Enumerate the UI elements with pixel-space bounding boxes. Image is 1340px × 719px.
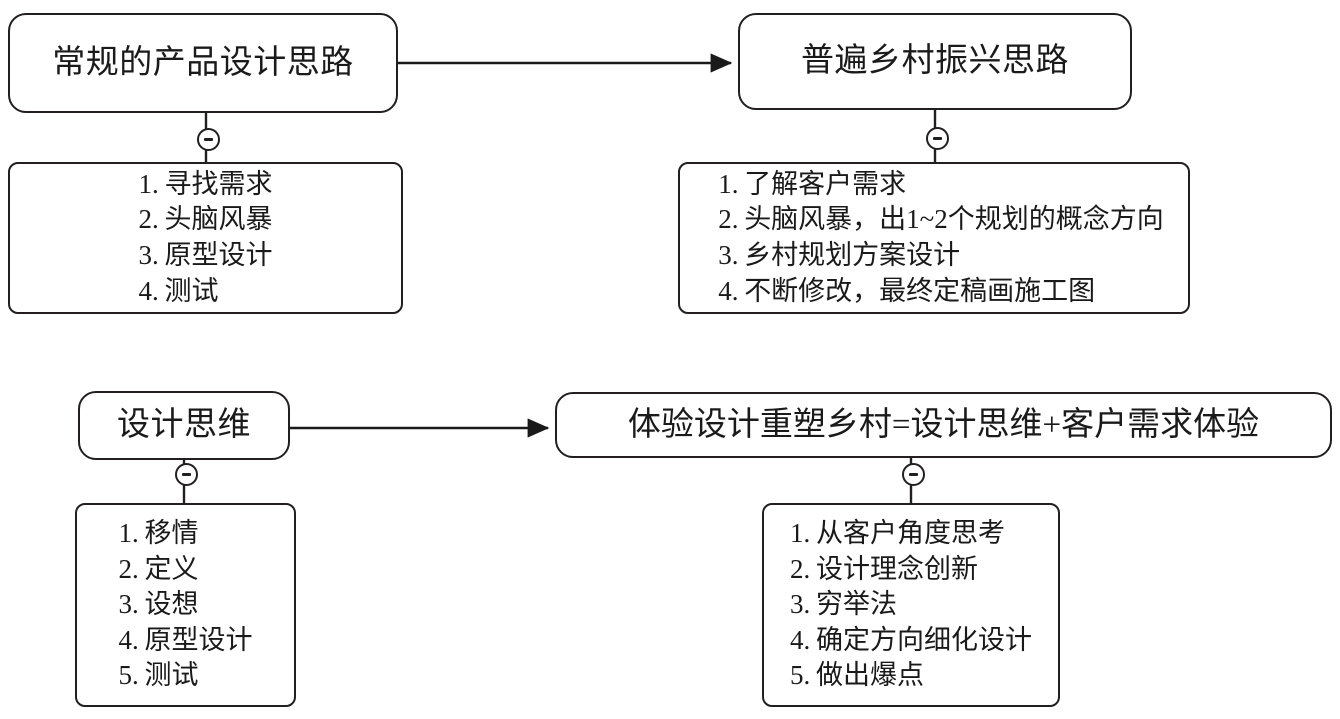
- list-item-number: 1.: [118, 517, 139, 548]
- list-item-label: 穷举法: [816, 589, 897, 620]
- node-list-design-thinking[interactable]: 1. 移情 2. 定义 3. 设想 4. 原型设计 5. 测试: [75, 503, 296, 707]
- list-item: 5. 做出爆点: [790, 658, 1032, 694]
- list-item: 1. 移情: [119, 516, 253, 552]
- list-item-label: 测试: [144, 660, 199, 691]
- list-item-number: 3.: [790, 589, 811, 620]
- step-list: 1. 了解客户需求 2. 头脑风暴，出1~2个规划的概念方向 3. 乡村规划方案…: [704, 167, 1164, 310]
- list-item-label: 不断修改，最终定稿画施工图: [744, 275, 1096, 306]
- list-item: 3. 乡村规划方案设计: [718, 238, 1164, 274]
- list-item-number: 4.: [138, 275, 159, 306]
- list-item: 2. 头脑风暴，出1~2个规划的概念方向: [718, 202, 1164, 238]
- list-item-label: 定义: [144, 553, 199, 584]
- list-item-number: 4.: [718, 275, 739, 306]
- list-item-label: 头脑风暴: [164, 204, 273, 235]
- list-item-label: 从客户角度思考: [816, 517, 1005, 548]
- list-item-label: 寻找需求: [164, 168, 273, 199]
- list-item: 5. 测试: [119, 658, 253, 694]
- list-item-number: 3.: [718, 240, 739, 270]
- list-item-number: 5.: [790, 660, 811, 691]
- node-header-design-thinking[interactable]: 设计思维: [78, 391, 290, 460]
- node-title: 体验设计重塑乡村=设计思维+客户需求体验: [627, 406, 1260, 443]
- list-item-label: 确定方向细化设计: [816, 624, 1032, 655]
- list-item-label: 设想: [144, 589, 199, 620]
- list-item-number: 5.: [118, 660, 139, 691]
- list-item: 2. 定义: [119, 552, 253, 588]
- list-item: 4. 确定方向细化设计: [790, 623, 1032, 659]
- node-title: 常规的产品设计思路: [52, 44, 354, 81]
- list-item: 1. 从客户角度思考: [790, 516, 1032, 552]
- list-item-number: 3.: [118, 589, 139, 620]
- minus-icon: [181, 472, 191, 476]
- minus-icon: [908, 472, 918, 476]
- list-item: 3. 原型设计: [139, 238, 273, 274]
- list-item: 2. 设计理念创新: [790, 552, 1032, 588]
- list-item-label: 了解客户需求: [744, 168, 907, 199]
- list-item-label: 做出爆点: [816, 660, 924, 691]
- list-item: 4. 测试: [139, 274, 273, 310]
- list-item-number: 2.: [138, 204, 159, 235]
- minus-icon: [203, 137, 213, 141]
- list-item-label: 原型设计: [164, 240, 273, 270]
- list-item-label: 头脑风暴，出1~2个规划的概念方向: [744, 204, 1164, 235]
- node-list-general-rural-revitalization[interactable]: 1. 了解客户需求 2. 头脑风暴，出1~2个规划的概念方向 3. 乡村规划方案…: [678, 162, 1190, 314]
- list-item-label: 测试: [164, 275, 219, 306]
- list-item: 3. 设想: [119, 587, 253, 623]
- collapse-toggle-design-thinking[interactable]: [174, 462, 198, 486]
- list-item-number: 2.: [790, 553, 811, 584]
- list-item-number: 1.: [790, 517, 811, 548]
- collapse-toggle-experience-design-rural[interactable]: [901, 462, 925, 486]
- list-item-number: 2.: [718, 204, 739, 235]
- list-item-label: 设计理念创新: [816, 553, 978, 584]
- list-item-number: 2.: [118, 553, 139, 584]
- list-item: 1. 了解客户需求: [718, 167, 1164, 203]
- node-title: 设计思维: [117, 407, 251, 444]
- step-list: 1. 移情 2. 定义 3. 设想 4. 原型设计 5. 测试: [119, 516, 253, 694]
- list-item-label: 原型设计: [144, 624, 253, 655]
- minus-icon: [932, 136, 942, 140]
- list-item-number: 3.: [138, 240, 159, 270]
- list-item-number: 4.: [118, 624, 139, 655]
- list-item-label: 移情: [144, 517, 199, 548]
- list-item: 2. 头脑风暴: [139, 202, 273, 238]
- node-header-experience-design-rural[interactable]: 体验设计重塑乡村=设计思维+客户需求体验: [555, 392, 1332, 458]
- collapse-toggle-general-rural-revitalization[interactable]: [925, 126, 949, 150]
- list-item-number: 1.: [718, 168, 739, 199]
- list-item: 1. 寻找需求: [139, 167, 273, 203]
- step-list: 1. 寻找需求 2. 头脑风暴 3. 原型设计 4. 测试: [139, 167, 273, 310]
- list-item: 4. 原型设计: [119, 623, 253, 659]
- node-header-general-rural-revitalization[interactable]: 普遍乡村振兴思路: [738, 13, 1132, 110]
- node-list-experience-design-rural[interactable]: 1. 从客户角度思考 2. 设计理念创新 3. 穷举法 4. 确定方向细化设计 …: [762, 503, 1060, 707]
- step-list: 1. 从客户角度思考 2. 设计理念创新 3. 穷举法 4. 确定方向细化设计 …: [790, 516, 1032, 694]
- list-item-number: 1.: [138, 168, 159, 199]
- node-header-conventional-product[interactable]: 常规的产品设计思路: [8, 13, 398, 113]
- list-item: 4. 不断修改，最终定稿画施工图: [718, 274, 1164, 310]
- collapse-toggle-conventional-product[interactable]: [196, 127, 220, 151]
- list-item-number: 4.: [790, 624, 811, 655]
- list-item-label: 乡村规划方案设计: [744, 240, 961, 270]
- node-title: 普遍乡村振兴思路: [801, 43, 1069, 80]
- node-list-conventional-product[interactable]: 1. 寻找需求 2. 头脑风暴 3. 原型设计 4. 测试: [8, 162, 403, 314]
- list-item: 3. 穷举法: [790, 587, 1032, 623]
